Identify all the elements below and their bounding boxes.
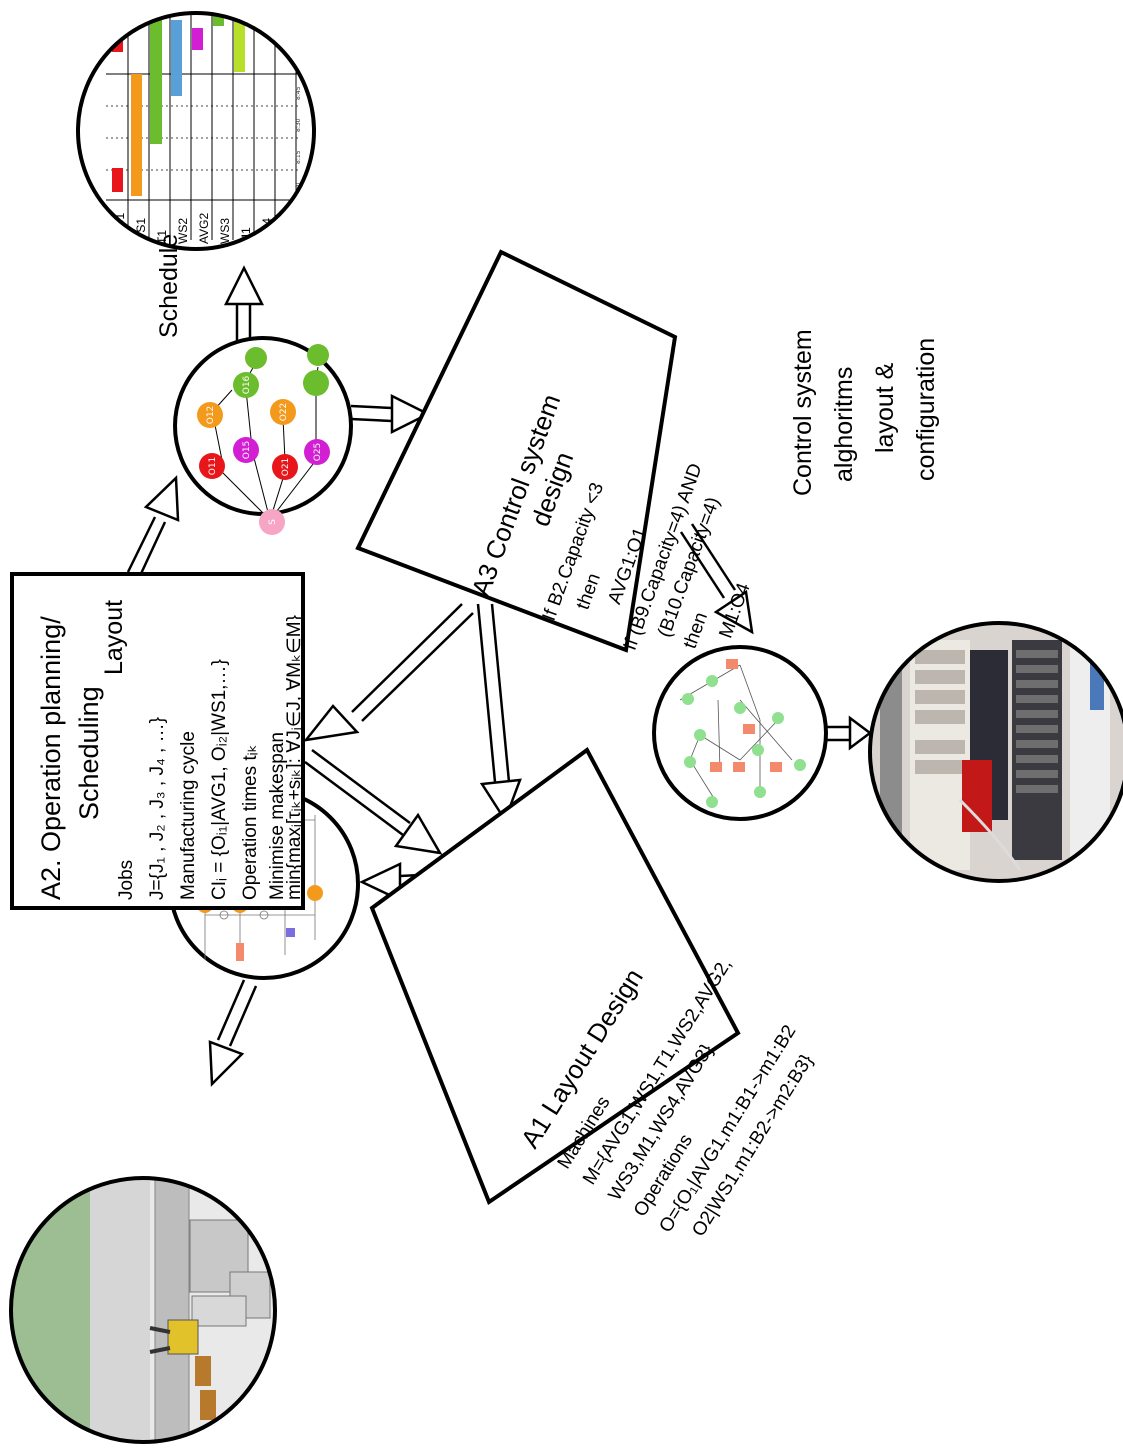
schedule-node-label: O25 xyxy=(313,443,323,462)
a2-line: min{maxᵢ[τᵢₖ+sᵢₖ]: ∀Jᵢ∈J, ∀Mₖ∈M} xyxy=(284,615,305,900)
control-petri-circle xyxy=(652,645,828,821)
place-node xyxy=(682,693,694,705)
schedule-node xyxy=(303,370,329,396)
conveyor xyxy=(154,1178,190,1442)
place-node xyxy=(772,712,784,724)
transition-node xyxy=(710,762,722,772)
schedule-node xyxy=(307,344,329,366)
transition-node xyxy=(770,762,782,772)
a3-control-design-box: A3 Control system design If B2.Capacity … xyxy=(355,249,755,653)
gantt-row-label: WS2 xyxy=(176,218,190,244)
place-node xyxy=(734,702,746,714)
gantt-time-label: 8:15 xyxy=(295,150,302,164)
schedule-node-label: O22 xyxy=(279,403,289,422)
place-node xyxy=(684,756,696,768)
gantt-row-label: T1 xyxy=(155,230,169,244)
control-label-line4: configuration xyxy=(912,338,940,481)
arrow-layout-to-3d xyxy=(208,979,258,1087)
arrow-a3-to-a1 xyxy=(476,603,522,823)
arrow-a3-to-a2 xyxy=(303,603,474,742)
gantt-bar xyxy=(192,28,203,50)
gantt-bar xyxy=(213,13,224,26)
arrow-a2-to-schedule xyxy=(126,475,180,579)
schedule-node-label: O16 xyxy=(242,375,252,394)
layout-label: Layout xyxy=(100,600,128,675)
place-node xyxy=(694,729,706,741)
a3-line: then xyxy=(680,610,712,652)
schedule-node-label: S xyxy=(268,519,278,525)
schedule-node-label: O15 xyxy=(242,441,252,460)
a2-line: Minimise makespan xyxy=(267,732,288,900)
a2-line: Manufacturing cycle xyxy=(178,731,199,900)
a2-line: CIᵢ = {Oᵢ₁|AVG1, Oᵢ₂|WS1,…} xyxy=(209,659,230,900)
place-node xyxy=(754,786,766,798)
robot xyxy=(167,1319,199,1355)
control-label-line2: alghoritms xyxy=(830,367,858,482)
place-node xyxy=(706,675,718,687)
control-system-label: Control system alghoritms layout & confi… xyxy=(789,329,940,496)
schedule-node xyxy=(233,437,259,463)
gantt-bar xyxy=(171,20,182,96)
gantt-row-label: AVG3 xyxy=(281,213,295,244)
place-node xyxy=(706,796,718,808)
schedule-label: Schedule xyxy=(155,234,183,338)
arrow-schedule-to-a3 xyxy=(350,393,431,435)
a2-title-line1: A2. Operation planning/ xyxy=(36,616,66,900)
schedule-node xyxy=(199,453,225,479)
a2-line: J={J₁ , J₂ , J₃ , J₄ , …} xyxy=(147,717,168,900)
schedule-node xyxy=(270,399,296,425)
plc-module xyxy=(962,760,992,832)
arrow-a3-to-control xyxy=(679,523,754,635)
control-cabinet-photo-circle xyxy=(868,621,1123,883)
gantt-bar xyxy=(150,20,162,144)
transition-node xyxy=(726,659,738,669)
gantt-time-label: 8:45 xyxy=(295,86,302,100)
control-label-line1: Control system xyxy=(789,329,817,496)
arrow-control-to-hardware xyxy=(826,715,873,751)
schedule-node-label: O11 xyxy=(208,457,218,476)
machine-block xyxy=(191,1295,247,1327)
gantt-row-label: WS3 xyxy=(218,218,232,244)
a2-line: Jobs xyxy=(116,860,137,900)
transition-node xyxy=(733,762,745,772)
a1-layout-design-box: A1 Layout Design MachinesM={AVG1,WS1,T1,… xyxy=(369,747,818,1240)
schedule-node-start xyxy=(259,509,285,535)
place-node xyxy=(307,885,323,901)
svg-text:A2. Operation planning/: A2. Operation planning/ xyxy=(36,616,66,900)
a2-operation-planning-box: A2. Operation planning/ Scheduling Jobs J… xyxy=(10,572,305,910)
schedule-node xyxy=(233,372,259,398)
schedule-node-label: O12 xyxy=(206,406,216,425)
gantt-time-label: 8:30 xyxy=(295,118,302,132)
schedule-node xyxy=(304,439,330,465)
gantt-bar xyxy=(131,74,142,196)
place-node xyxy=(752,744,764,756)
svg-text:Scheduling: Scheduling xyxy=(74,686,104,820)
factory-3d-render-circle xyxy=(9,1176,277,1444)
transition-node xyxy=(236,943,244,961)
schedule-node xyxy=(245,347,267,369)
schedule-node xyxy=(197,402,223,428)
connector-arrows xyxy=(126,265,873,1087)
gantt-bar xyxy=(234,18,245,72)
gantt-row-label: AVG2 xyxy=(197,213,211,244)
place-node xyxy=(794,759,806,771)
a2-line: Operation times tᵢₖ xyxy=(240,744,261,900)
arrow-a2-to-a1 xyxy=(304,748,443,855)
a2-title-line2: Scheduling xyxy=(74,686,104,820)
schedule-node xyxy=(272,454,298,480)
transition-node xyxy=(743,724,755,734)
gantt-bar xyxy=(112,168,123,192)
control-label-line3: layout & xyxy=(871,362,899,453)
transition-node xyxy=(286,928,295,937)
schedule-node-label: O21 xyxy=(281,458,291,477)
